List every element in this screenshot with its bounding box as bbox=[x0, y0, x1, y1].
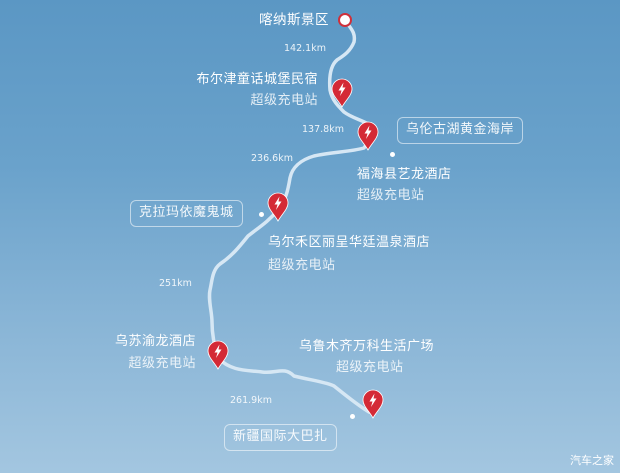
stop-name: 福海县艺龙酒店 bbox=[357, 167, 452, 182]
start-label: 喀纳斯景区 bbox=[259, 12, 329, 28]
stop-type: 超级充电站 bbox=[128, 356, 196, 371]
supercharger-pin-icon[interactable] bbox=[331, 78, 353, 108]
stop-name: 乌苏渝龙酒店 bbox=[114, 334, 196, 349]
distance-label: 137.8km bbox=[302, 124, 344, 135]
distance-label: 142.1km bbox=[284, 43, 326, 54]
start-circle-icon[interactable] bbox=[338, 13, 352, 27]
attraction-tag[interactable]: 乌伦古湖黄金海岸 bbox=[397, 117, 524, 144]
distance-label: 261.9km bbox=[230, 395, 272, 406]
distance-label: 251km bbox=[159, 278, 192, 289]
supercharger-pin-icon[interactable] bbox=[357, 121, 379, 151]
stop-type: 超级充电站 bbox=[336, 360, 404, 375]
distance-label: 236.6km bbox=[251, 153, 293, 164]
attraction-dot bbox=[259, 212, 264, 217]
attraction-dot bbox=[350, 414, 355, 419]
stop-name: 乌鲁木齐万科生活广场 bbox=[299, 339, 435, 354]
stop-name: 布尔津童话城堡民宿 bbox=[196, 72, 318, 87]
watermark: 汽车之家 bbox=[570, 454, 614, 467]
supercharger-pin-icon[interactable] bbox=[207, 340, 229, 370]
attraction-tag[interactable]: 克拉玛依魔鬼城 bbox=[130, 200, 243, 227]
attraction-dot bbox=[390, 152, 395, 157]
stop-type: 超级充电站 bbox=[250, 93, 318, 108]
stop-name: 乌尔禾区丽呈华廷温泉酒店 bbox=[268, 235, 431, 250]
supercharger-pin-icon[interactable] bbox=[267, 192, 289, 222]
stop-type: 超级充电站 bbox=[357, 188, 425, 203]
stop-type: 超级充电站 bbox=[268, 258, 336, 273]
attraction-tag[interactable]: 新疆国际大巴扎 bbox=[224, 424, 337, 451]
supercharger-pin-icon[interactable] bbox=[362, 389, 384, 419]
